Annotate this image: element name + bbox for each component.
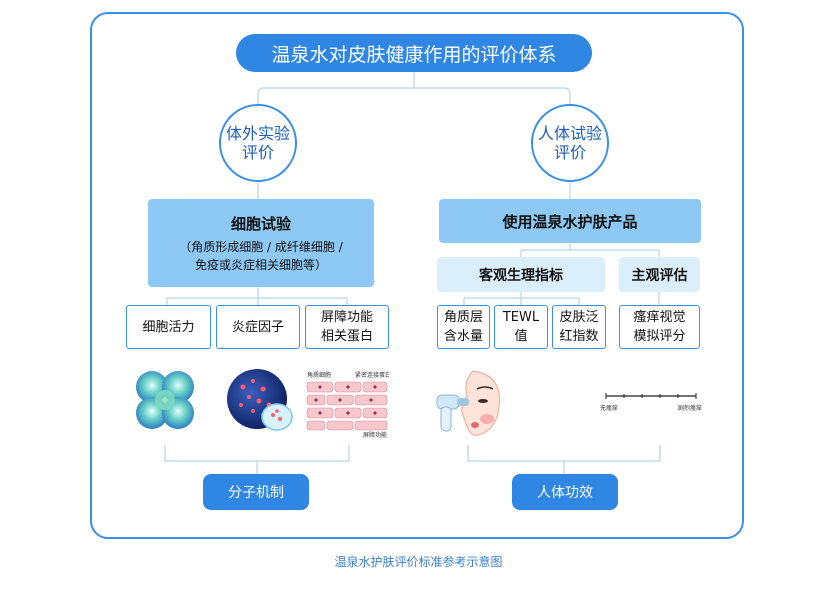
item-label: 皮肤泛 bbox=[559, 310, 599, 325]
human-efficacy-pill: 人体功效 bbox=[512, 474, 618, 510]
itch-vas-item: 瘙痒视觉 模拟评分 bbox=[619, 305, 700, 349]
circle-label: 评价 bbox=[241, 143, 274, 162]
objective-indicators-box: 客观生理指标 bbox=[437, 257, 605, 292]
barrier-protein-item: 屏障功能 相关蛋白 bbox=[305, 305, 389, 349]
circle-label: 评价 bbox=[553, 143, 586, 162]
erythema-item: 皮肤泛 红指数 bbox=[552, 305, 606, 349]
barrier-layer-illustration: 角质细胞 紧密连接蛋白 屏障功能 bbox=[305, 370, 389, 440]
item-label: 炎症因子 bbox=[231, 319, 284, 335]
cell-test-desc: （角质形成细胞 / 成纤维细胞 / 免疫或炎症相关细胞等） bbox=[179, 238, 343, 274]
in-vivo-circle: 人体试验 评价 bbox=[531, 104, 609, 182]
item-label: 屏障功能 bbox=[320, 310, 373, 325]
tewl-item: TEWL 值 bbox=[494, 305, 548, 349]
cell-test-desc-line: （角质形成细胞 / 成纤维细胞 / bbox=[179, 239, 343, 254]
item-label: 模拟评分 bbox=[633, 329, 686, 344]
cell-cluster-illustration bbox=[136, 371, 194, 429]
hydration-item: 角质层 含水量 bbox=[437, 305, 490, 349]
figure-caption: 温泉水护肤评价标准参考示意图 bbox=[334, 555, 503, 569]
item-label: 相关蛋白 bbox=[320, 329, 373, 344]
item-label: 含水量 bbox=[443, 329, 483, 344]
diagram-frame bbox=[90, 12, 744, 539]
product-use-title: 使用温泉水护肤产品 bbox=[502, 212, 638, 231]
cell-test-box: 细胞试验 （角质形成细胞 / 成纤维细胞 / 免疫或炎症相关细胞等） bbox=[148, 199, 374, 287]
item-label: 值 bbox=[514, 329, 528, 344]
inflammatory-factor-item: 炎症因子 bbox=[216, 305, 300, 349]
itch-vas-scale: 无瘙痒 剧烈瘙痒 bbox=[600, 393, 702, 412]
item-label: 红指数 bbox=[559, 329, 599, 344]
circle-label: 体外实验 bbox=[225, 124, 290, 143]
item-label: 瘙痒视觉 bbox=[633, 310, 686, 325]
cell-test-desc-line: 免疫或炎症相关细胞等） bbox=[194, 257, 327, 272]
image-label: 紧密连接蛋白 bbox=[355, 371, 389, 379]
scale-left-label: 无瘙痒 bbox=[600, 404, 618, 412]
product-use-box: 使用温泉水护肤产品 bbox=[439, 199, 701, 243]
item-label: 细胞活力 bbox=[142, 319, 195, 335]
item-label: TEWL bbox=[502, 310, 540, 325]
circle-label: 人体试验 bbox=[537, 124, 602, 143]
molecular-mechanism-pill: 分子机制 bbox=[203, 474, 309, 510]
subjective-assessment-box: 主观评估 bbox=[619, 257, 700, 292]
diagram-title: 温泉水对皮肤健康作用的评价体系 bbox=[236, 34, 592, 72]
cell-test-title: 细胞试验 bbox=[230, 214, 291, 233]
item-label: 角质层 bbox=[443, 310, 483, 325]
in-vitro-circle: 体外实验 评价 bbox=[219, 104, 297, 182]
scale-right-label: 剧烈瘙痒 bbox=[678, 404, 702, 412]
cell-viability-item: 细胞活力 bbox=[126, 305, 211, 349]
inflammation-cell-illustration bbox=[227, 369, 293, 431]
image-label: 屏障功能 bbox=[363, 431, 387, 439]
skin-measurement-illustration bbox=[436, 370, 500, 436]
image-label: 角质细胞 bbox=[307, 371, 331, 379]
